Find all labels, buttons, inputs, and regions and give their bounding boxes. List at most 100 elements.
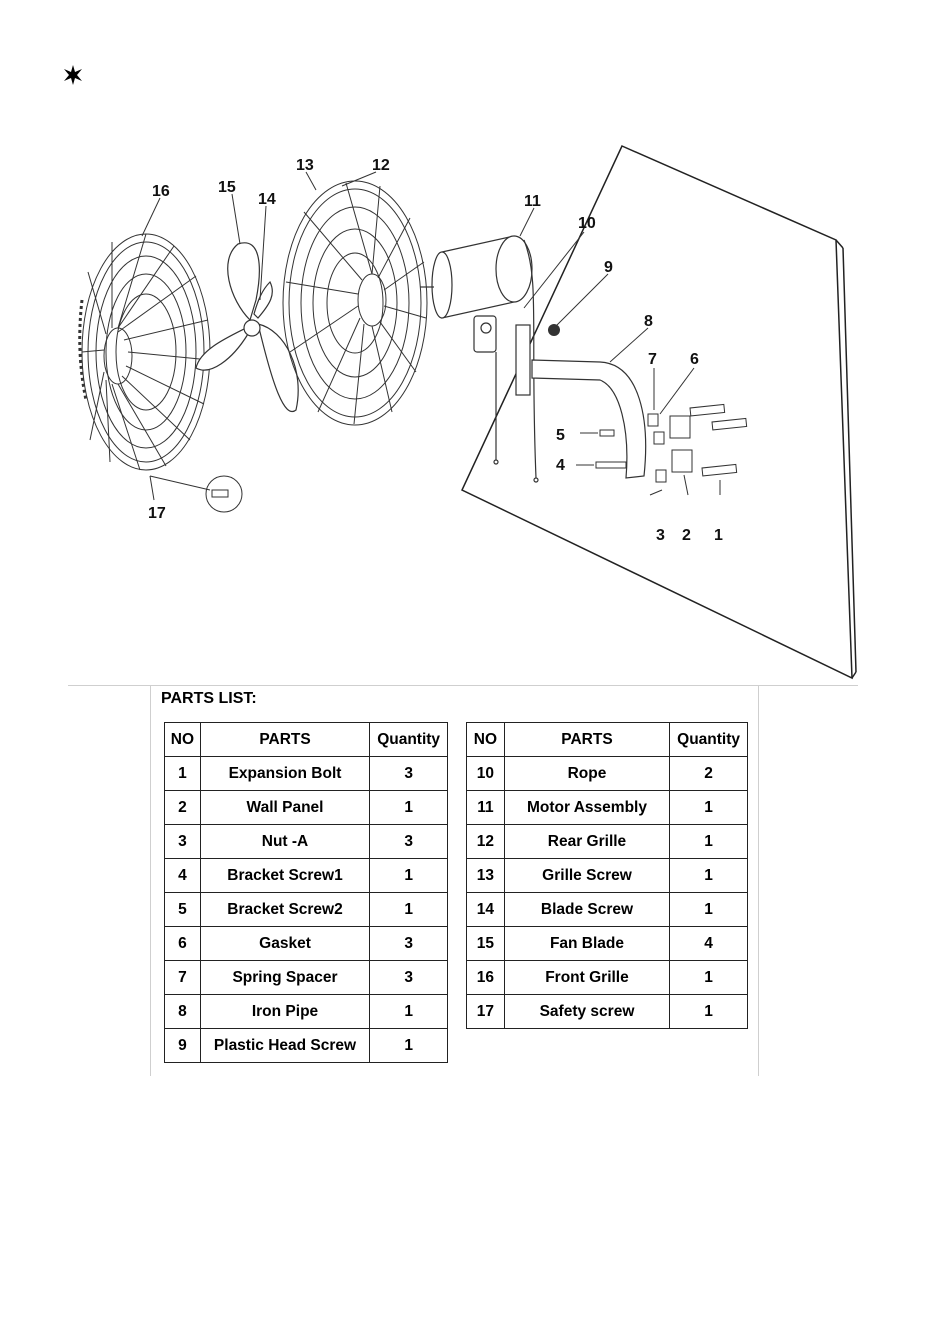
callout-label: 5	[556, 427, 565, 444]
part-number: 6	[164, 926, 201, 961]
part-number: 10	[466, 756, 505, 791]
part-quantity: 1	[369, 994, 448, 1029]
column-header-quantity: Quantity	[369, 722, 448, 757]
part-quantity: 3	[369, 926, 448, 961]
safety-screw-detail-drawing	[149, 475, 243, 513]
wall-panel-drawing	[461, 145, 857, 680]
parts-list-panel	[150, 686, 759, 1076]
part-name: Bracket Screw1	[199, 858, 371, 893]
part-number: 12	[466, 824, 505, 859]
part-quantity: 3	[369, 824, 448, 859]
table-header-row: NO PARTS Quantity	[164, 722, 448, 757]
part-number: 15	[466, 926, 505, 961]
part-number: 16	[466, 960, 505, 995]
rear-grille-drawing	[282, 180, 428, 426]
part-name: Motor Assembly	[503, 790, 671, 825]
part-name: Nut -A	[199, 824, 371, 859]
callout-label: 16	[152, 183, 170, 200]
callout-label: 10	[578, 215, 596, 232]
part-name: Rope	[503, 756, 671, 791]
callout-label: 11	[524, 193, 541, 210]
callout-label: 13	[296, 157, 314, 174]
part-number: 11	[466, 790, 505, 825]
column-header-parts: PARTS	[503, 722, 671, 757]
column-header-quantity: Quantity	[669, 722, 748, 757]
part-name: Spring Spacer	[199, 960, 371, 995]
column-header-no: NO	[466, 722, 505, 757]
part-quantity: 3	[369, 960, 448, 995]
part-quantity: 3	[369, 756, 448, 791]
asterisk-star-icon	[64, 65, 82, 85]
column-header-parts: PARTS	[199, 722, 371, 757]
callout-label: 2	[682, 527, 691, 544]
callout-leader-lines	[141, 171, 695, 501]
callout-label: 6	[690, 351, 699, 368]
part-number: 9	[164, 1028, 201, 1063]
callout-label: 8	[644, 313, 653, 330]
part-quantity: 1	[669, 858, 748, 893]
callout-numbers: 1 2 3 4 5 6 7 8 9 10 11 12 13 14 15 16 1…	[148, 157, 723, 544]
fan-blade-drawing	[195, 242, 299, 413]
part-number: 17	[466, 994, 505, 1029]
part-quantity: 2	[669, 756, 748, 791]
part-name: Front Grille	[503, 960, 671, 995]
part-number: 7	[164, 960, 201, 995]
callout-label: 15	[218, 179, 236, 196]
part-name: Blade Screw	[503, 892, 671, 927]
front-grille-drawing	[78, 233, 211, 471]
part-quantity: 1	[369, 892, 448, 927]
table-header-row: NO PARTS Quantity	[466, 722, 748, 757]
part-number: 2	[164, 790, 201, 825]
part-quantity: 1	[669, 824, 748, 859]
part-name: Plastic Head Screw	[199, 1028, 371, 1063]
part-name: Fan Blade	[503, 926, 671, 961]
iron-pipe-drawing	[531, 359, 647, 479]
section-divider	[68, 685, 858, 686]
parts-list-title: PARTS LIST:	[161, 690, 257, 707]
part-number: 1	[164, 756, 201, 791]
part-name: Bracket Screw2	[199, 892, 371, 927]
part-quantity: 1	[669, 892, 748, 927]
motor-assembly-drawing	[420, 235, 539, 483]
part-name: Gasket	[199, 926, 371, 961]
column-header-no: NO	[164, 722, 201, 757]
part-number: 3	[164, 824, 201, 859]
part-name: Rear Grille	[503, 824, 671, 859]
part-name: Iron Pipe	[199, 994, 371, 1029]
part-number: 5	[164, 892, 201, 927]
exploded-fan-diagram: 1 2 3 4 5 6 7 8 9 10 11 12 13 14 15 16 1…	[78, 145, 857, 680]
callout-label: 1	[714, 527, 723, 544]
part-quantity: 1	[669, 960, 748, 995]
part-number: 4	[164, 858, 201, 893]
plastic-head-screw-drawing	[548, 324, 560, 336]
callout-label: 7	[648, 351, 657, 368]
callout-label: 4	[556, 457, 565, 474]
part-name: Expansion Bolt	[199, 756, 371, 791]
callout-label: 9	[604, 259, 613, 276]
mounting-hardware-drawing	[576, 403, 748, 496]
part-quantity: 1	[369, 858, 448, 893]
part-quantity: 1	[369, 1028, 448, 1063]
callout-label: 14	[258, 191, 276, 208]
part-name: Wall Panel	[199, 790, 371, 825]
callout-label: 3	[656, 527, 665, 544]
